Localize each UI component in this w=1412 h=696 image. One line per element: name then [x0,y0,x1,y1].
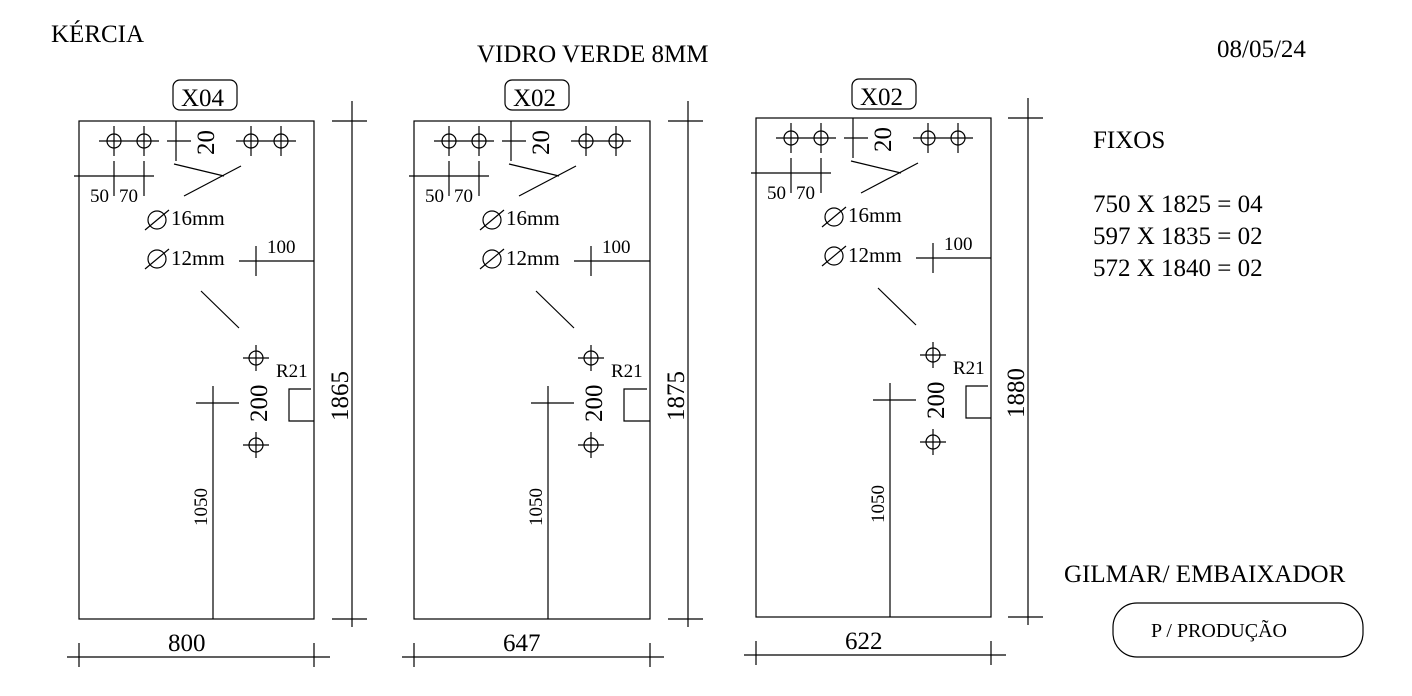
qty-box [504,79,570,111]
dim-20: 20 [528,130,555,155]
dim-100: 100 [267,237,296,258]
leader-2 [860,162,919,194]
leader-1 [508,163,560,177]
radius-label: R21 [953,358,985,379]
panel-outline [413,120,651,620]
dim-100: 100 [602,237,631,258]
qty-label: X04 [181,85,225,112]
diam-12-label: 12mm [506,246,560,270]
diam-16-label: 16mm [848,203,902,227]
leader-2 [183,165,242,197]
diam-12-label: 12mm [171,246,225,270]
diam-16-slash [821,206,847,228]
radius-label: R21 [276,361,308,382]
diam-16-label: 16mm [171,206,225,230]
dim-50: 50 [90,186,109,207]
diam-12-slash [479,248,505,270]
fixos-line-2: 597 X 1835 = 02 [1093,223,1263,250]
panel-width: 800 [168,630,206,657]
panel-height: 1865 [327,371,354,421]
dim-50: 50 [425,186,444,207]
dim-200: 200 [246,385,273,423]
diam-16-label: 16mm [506,206,560,230]
radius-label: R21 [611,361,643,382]
leader-3 [877,287,917,326]
diam-12-symbol [482,249,502,269]
dim-100: 100 [944,234,973,255]
leader-3 [535,290,575,329]
dim-1050: 1050 [526,488,547,526]
fixos-line-1: 750 X 1825 = 04 [1093,191,1263,218]
diam-12-symbol [147,249,167,269]
dim-20: 20 [870,127,897,152]
fixos-line-3: 572 X 1840 = 02 [1093,255,1263,282]
dim-70: 70 [796,183,815,204]
diam-12-symbol [824,246,844,266]
diam-16-slash [479,209,505,231]
client-name: KÉRCIA [51,20,144,48]
qty-box [851,78,917,110]
diam-12-label: 12mm [848,243,902,267]
stamp-box [1112,602,1364,658]
dim-20: 20 [193,130,220,155]
panel-height: 1880 [1003,368,1030,418]
panel-width: 647 [503,630,541,657]
panel-height: 1875 [663,371,690,421]
radius-notch [965,385,991,419]
panel-outline [755,117,992,618]
dim-70: 70 [119,186,138,207]
leader-1 [173,163,225,177]
diam-16-slash [144,209,170,231]
qty-label: X02 [513,85,556,112]
leader-3 [200,290,240,329]
qty-box [172,79,238,111]
dim-1050: 1050 [191,488,212,526]
radius-notch [623,388,650,422]
fixos-title: FIXOS [1093,127,1165,154]
dim-200: 200 [923,382,950,420]
stamp-text: P / PRODUÇÃO [1151,618,1287,642]
diam-16-symbol [482,210,502,230]
qty-label: X02 [860,84,903,111]
panel-outline [78,120,315,620]
leader-1 [850,160,902,174]
dim-200: 200 [581,385,608,423]
material-title: VIDRO VERDE 8MM [477,41,709,68]
dim-50: 50 [767,183,786,204]
radius-notch [288,388,314,422]
diam-12-slash [144,248,170,270]
dim-70: 70 [454,186,473,207]
diam-12-slash [821,245,847,267]
installer-name: GILMAR/ EMBAIXADOR [1064,561,1346,588]
leader-2 [518,165,577,197]
diam-16-symbol [147,210,167,230]
date: 08/05/24 [1217,36,1306,63]
panel-width: 622 [845,628,883,655]
dim-1050: 1050 [868,485,889,523]
diam-16-symbol [824,207,844,227]
